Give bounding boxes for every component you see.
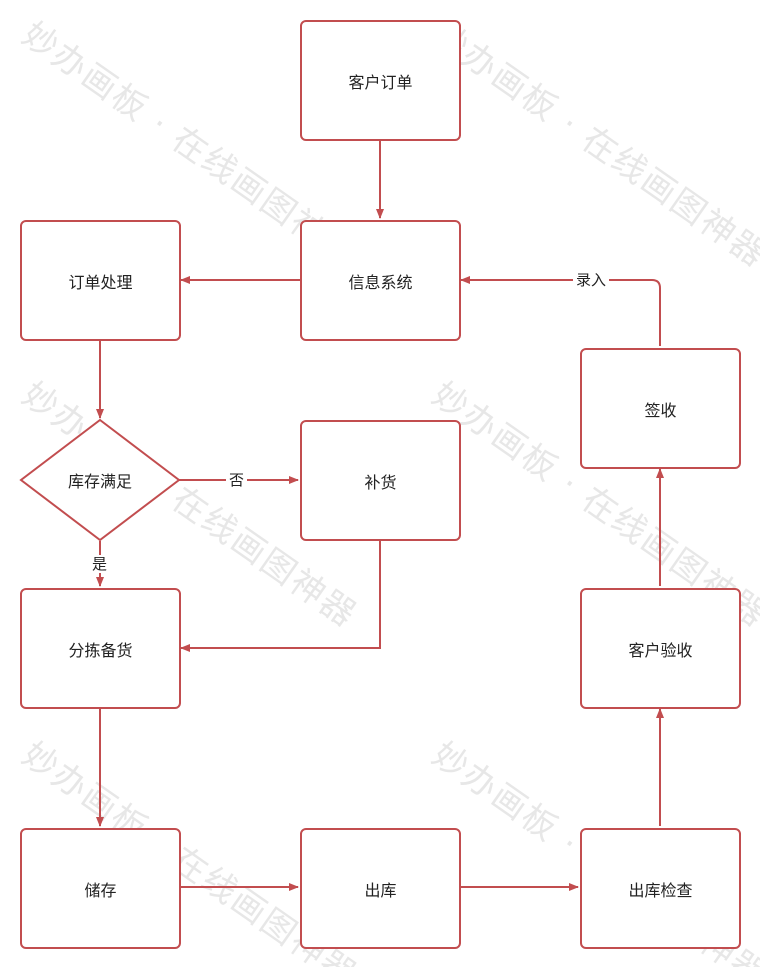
node-sorting-label: 分拣备货 — [68, 640, 133, 660]
edge-label-no: 否 — [226, 471, 248, 489]
node-outbound-check-label: 出库检查 — [628, 880, 693, 900]
node-customer-acceptance[interactable]: 客户验收 — [580, 588, 741, 709]
node-order-processing-label: 订单处理 — [68, 272, 133, 292]
node-stock-sufficient-label: 库存满足 — [67, 472, 132, 491]
node-sorting[interactable]: 分拣备货 — [20, 588, 181, 709]
node-outbound-label: 出库 — [364, 880, 397, 900]
node-order-processing[interactable]: 订单处理 — [20, 220, 181, 341]
node-storage[interactable]: 储存 — [20, 828, 181, 949]
edge-sign-to-info — [460, 276, 661, 346]
node-restock-label: 补货 — [364, 472, 397, 492]
node-customer-order-label: 客户订单 — [348, 72, 413, 92]
node-outbound-check[interactable]: 出库检查 — [580, 828, 741, 949]
node-sign-receipt-label: 签收 — [644, 400, 677, 420]
edge-label-record: 录入 — [573, 271, 610, 289]
node-outbound[interactable]: 出库 — [300, 828, 461, 949]
edge-restock-to-sorting — [180, 541, 381, 652]
node-customer-acceptance-label: 客户验收 — [628, 640, 693, 660]
edge-label-yes: 是 — [89, 555, 111, 573]
node-restock[interactable]: 补货 — [300, 420, 461, 541]
node-info-system-label: 信息系统 — [348, 272, 413, 292]
node-stock-sufficient[interactable]: 库存满足 — [40, 465, 160, 495]
node-info-system[interactable]: 信息系统 — [300, 220, 461, 341]
node-customer-order[interactable]: 客户订单 — [300, 20, 461, 141]
decision-diamond-shape — [19, 418, 181, 542]
node-sign-receipt[interactable]: 签收 — [580, 348, 741, 469]
node-storage-label: 储存 — [84, 880, 117, 900]
